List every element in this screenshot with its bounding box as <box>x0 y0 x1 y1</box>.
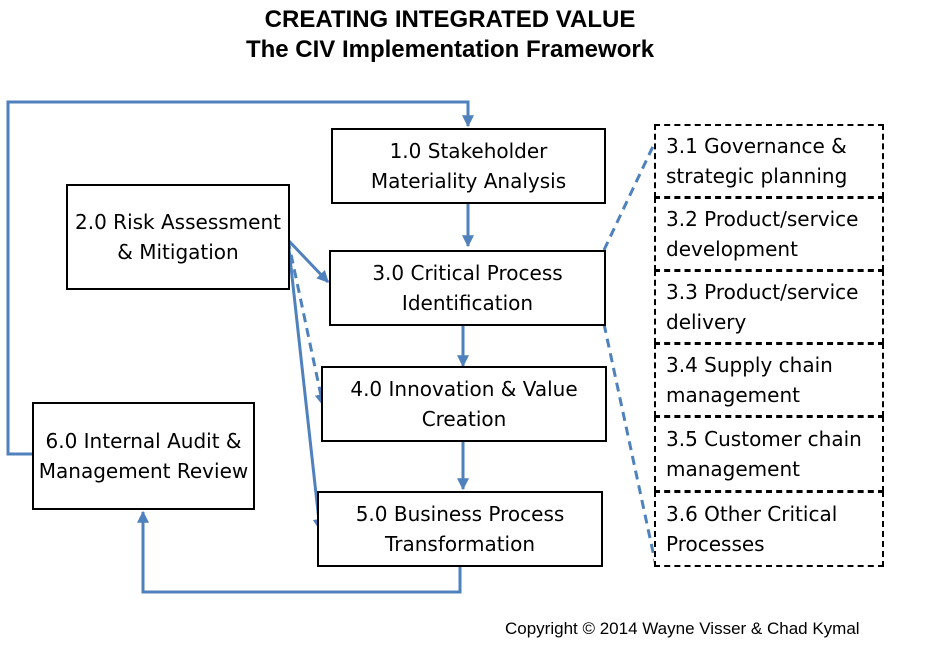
box-internal-audit-management-review: 6.0 Internal Audit & Management Review <box>32 402 255 510</box>
arrow-2-to-5 <box>286 239 325 532</box>
box-stakeholder-materiality-analysis: 1.0 Stakeholder Materiality Analysis <box>331 128 606 204</box>
callout-line-top <box>602 139 658 251</box>
arrow-2-to-4-dashed <box>286 239 327 407</box>
box-innovation-value-creation: 4.0 Innovation & Value Creation <box>321 366 607 442</box>
loop-arrow-audit-to-stakeholder <box>6 100 474 456</box>
arrow-5-to-6 <box>137 510 462 594</box>
subprocess-product-delivery: 3.3 Product/service delivery <box>654 270 884 344</box>
diagram-subtitle: The CIV Implementation Framework <box>245 36 655 63</box>
subprocess-product-development: 3.2 Product/service development <box>654 197 884 271</box>
callout-line-bottom <box>602 323 658 567</box>
subprocess-supply-chain: 3.4 Supply chain management <box>654 343 884 417</box>
arrow-2-to-3 <box>286 238 330 284</box>
subprocess-customer-chain: 3.5 Customer chain management <box>654 416 884 492</box>
box-business-process-transformation: 5.0 Business Process Transformation <box>317 491 603 567</box>
copyright-notice: Copyright © 2014 Wayne Visser & Chad Kym… <box>505 619 860 638</box>
box-critical-process-identification: 3.0 Critical Process Identification <box>329 250 606 326</box>
diagram-title: CREATING INTEGRATED VALUE <box>264 6 636 33</box>
box-risk-assessment-mitigation: 2.0 Risk Assessment & Mitigation <box>66 184 290 290</box>
subprocess-other-critical: 3.6 Other Critical Processes <box>654 491 884 567</box>
subprocess-governance: 3.1 Governance & strategic planning <box>654 124 884 198</box>
